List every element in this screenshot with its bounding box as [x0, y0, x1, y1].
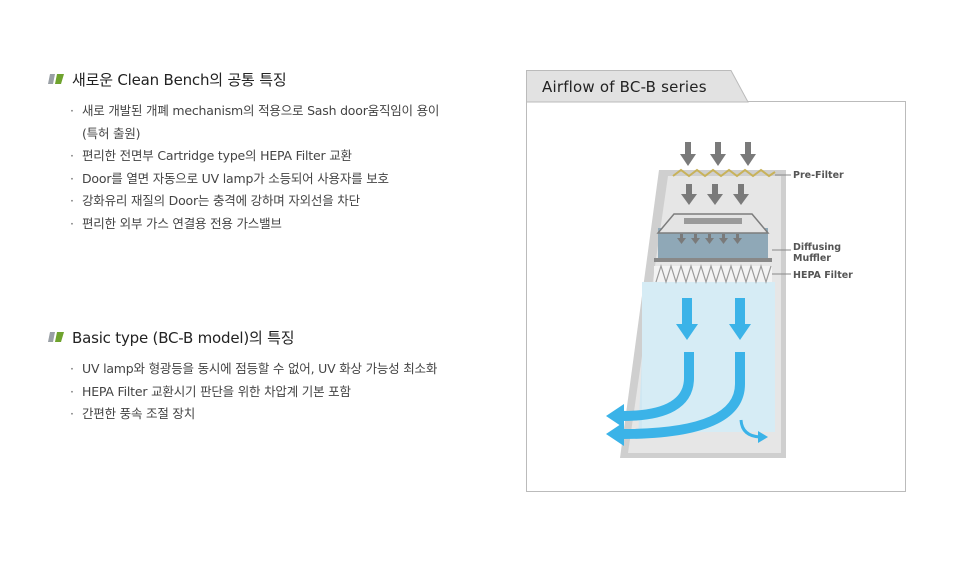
heading-bullet-icon: [48, 332, 64, 342]
heading-bullet-icon: [48, 74, 64, 84]
section-common-features: 새로운 Clean Bench의 공통 특징 새로 개발된 개폐 mechani…: [48, 68, 442, 236]
list-item: 간편한 풍속 조절 장치: [70, 403, 442, 426]
list-item: 강화유리 재질의 Door는 충격에 강하며 자외선을 차단: [70, 190, 442, 213]
section-title: 새로운 Clean Bench의 공통 특징: [72, 70, 287, 89]
airflow-illustration: [526, 70, 906, 492]
list-item: Door를 열면 자동으로 UV lamp가 소등되어 사용자를 보호: [70, 168, 442, 191]
section-basic-type: Basic type (BC-B model)의 특징 UV lamp와 형광등…: [48, 326, 442, 426]
diffusing-muffler-label: Diffusing Muffler: [793, 242, 842, 264]
list-item: HEPA Filter 교환시기 판단을 위한 차압계 기본 포함: [70, 381, 442, 404]
pre-filter-label: Pre-Filter: [793, 170, 844, 181]
list-item: UV lamp와 형광등을 동시에 점등할 수 없어, UV 화상 가능성 최소…: [70, 358, 442, 381]
section-heading: Basic type (BC-B model)의 특징: [48, 326, 442, 348]
section-heading: 새로운 Clean Bench의 공통 특징: [48, 68, 442, 90]
section-title: Basic type (BC-B model)의 특징: [72, 328, 295, 347]
hepa-filter-label: HEPA Filter: [793, 270, 853, 281]
feature-list: UV lamp와 형광등을 동시에 점등할 수 없어, UV 화상 가능성 최소…: [48, 358, 442, 426]
list-item: 편리한 외부 가스 연결용 전용 가스밸브: [70, 213, 442, 236]
feature-list: 새로 개발된 개폐 mechanism의 적용으로 Sash door움직임이 …: [48, 100, 442, 236]
list-item: 새로 개발된 개폐 mechanism의 적용으로 Sash door움직임이 …: [70, 100, 442, 145]
airflow-diagram: Airflow of BC-B series Pre-Filter Diffus…: [526, 68, 907, 493]
list-item: 편리한 전면부 Cartridge type의 HEPA Filter 교환: [70, 145, 442, 168]
diagram-title: Airflow of BC-B series: [542, 78, 707, 96]
